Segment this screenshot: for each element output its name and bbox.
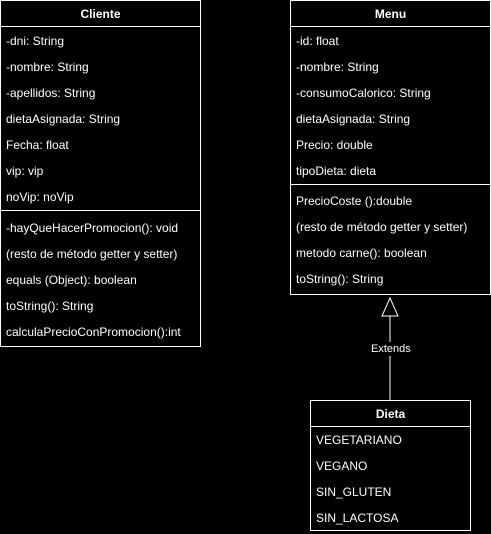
attribute-row[interactable]: Precio: double	[296, 138, 373, 152]
class-menu-attributes: -id: float -nombre: String -consumoCalor…	[291, 27, 490, 185]
enum-literal-row[interactable]: SIN_GLUTEN	[316, 485, 392, 499]
class-cliente-attributes: -dni: String -nombre: String -apellidos:…	[1, 27, 200, 211]
operation-row[interactable]: (resto de método getter y setter)	[6, 247, 178, 261]
operation-row[interactable]: calculaPrecioConPromocion():int	[6, 325, 181, 339]
attribute-row[interactable]: tipoDieta: dieta	[296, 164, 377, 178]
class-menu[interactable]: Menu -id: float -nombre: String -consumo…	[290, 0, 491, 295]
extends-label: Extends	[370, 342, 412, 356]
enum-literal-row[interactable]: SIN_LACTOSA	[316, 511, 399, 525]
enum-literal-row[interactable]: VEGANO	[316, 459, 368, 473]
operation-row[interactable]: (resto de método getter y setter)	[296, 220, 468, 234]
operation-row[interactable]: equals (Object): boolean	[6, 273, 137, 287]
attribute-row[interactable]: -id: float	[296, 34, 339, 48]
attribute-row[interactable]: Fecha: float	[6, 138, 69, 152]
class-cliente-name: Cliente	[1, 1, 200, 27]
operation-row[interactable]: metodo carne(): boolean	[296, 246, 427, 260]
class-menu-operations: PrecioCoste ():double (resto de método g…	[291, 185, 490, 292]
class-dieta-name: Dieta	[311, 401, 470, 427]
operation-row[interactable]: PrecioCoste ():double	[296, 194, 413, 208]
attribute-row[interactable]: dietaAsignada: String	[6, 112, 121, 126]
attribute-row[interactable]: -nombre: String	[6, 60, 89, 74]
attribute-row[interactable]: -apellidos: String	[6, 86, 96, 100]
attribute-row[interactable]: dietaAsignada: String	[296, 112, 411, 126]
attribute-row[interactable]: -consumoCalorico: String	[296, 86, 431, 100]
class-dieta-literals: VEGETARIANO VEGANO SIN_GLUTEN SIN_LACTOS…	[311, 427, 470, 531]
class-dieta[interactable]: Dieta VEGETARIANO VEGANO SIN_GLUTEN SIN_…	[310, 400, 471, 531]
enum-literal-row[interactable]: VEGETARIANO	[316, 433, 402, 447]
operation-row[interactable]: -hayQueHacerPromocion(): void	[6, 221, 179, 235]
attribute-row[interactable]: vip: vip	[6, 164, 44, 178]
operation-row[interactable]: toString(): String	[296, 272, 384, 286]
extends-arrowhead	[381, 296, 399, 317]
attribute-row[interactable]: -nombre: String	[296, 60, 379, 74]
attribute-row[interactable]: -dni: String	[6, 34, 65, 48]
class-cliente-operations: -hayQueHacerPromocion(): void (resto de …	[1, 211, 200, 345]
operation-row[interactable]: toString(): String	[6, 299, 94, 313]
class-cliente[interactable]: Cliente -dni: String -nombre: String -ap…	[0, 0, 201, 347]
class-menu-name: Menu	[291, 1, 490, 27]
attribute-row[interactable]: noVip: noVip	[6, 190, 74, 204]
